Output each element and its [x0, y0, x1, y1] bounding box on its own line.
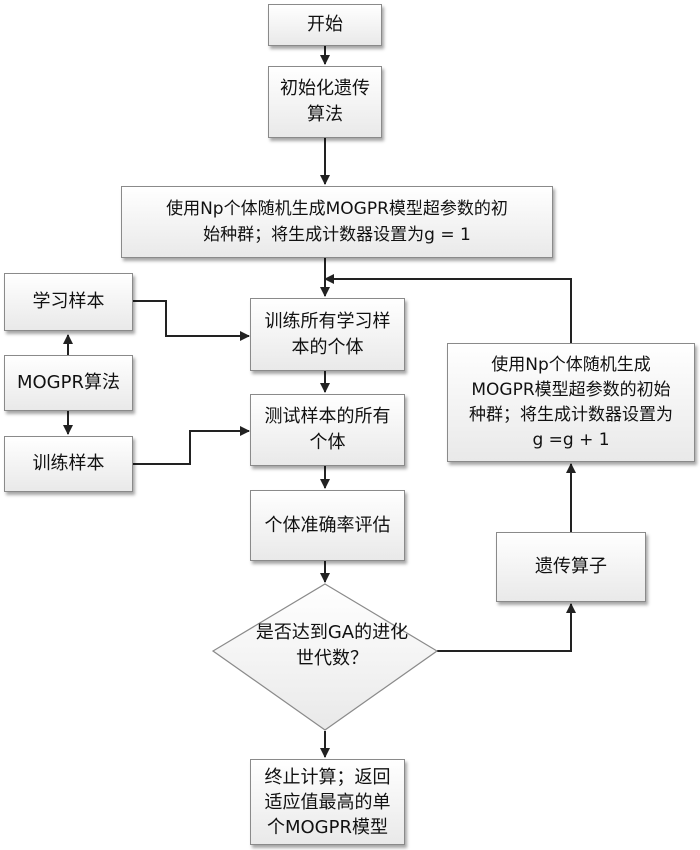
regen-population-node: 使用Np个体随机生成 MOGPR模型超参数的初始 种群；将生成计数器设置为 g … [447, 343, 695, 462]
terminate-node: 终止计算；返回 适应值最高的单 个MOGPR模型 [250, 759, 405, 845]
regen-population-label: 使用Np个体随机生成 MOGPR模型超参数的初始 种群；将生成计数器设置为 g … [469, 354, 673, 450]
accuracy-eval-node: 个体准确率评估 [250, 490, 405, 561]
init-ga-node: 初始化遗传 算法 [268, 66, 382, 138]
arrow-learn-to-train [133, 300, 250, 341]
train-individuals-node: 训练所有学习样 本的个体 [250, 298, 405, 371]
decision-diamond [211, 583, 439, 731]
train-individuals-label: 训练所有学习样 本的个体 [264, 310, 391, 358]
arrow-regen-loop-back [324, 274, 572, 343]
genetic-operators-node: 遗传算子 [496, 532, 646, 602]
init-ga-label: 初始化遗传 算法 [280, 78, 370, 125]
start-label: 开始 [307, 14, 343, 35]
train-samples-label: 训练样本 [32, 453, 105, 474]
genetic-operators-label: 遗传算子 [535, 556, 607, 577]
mogpr-algorithm-label: MOGPR算法 [16, 372, 120, 393]
test-individuals-label: 测试样本的所有 个体 [264, 406, 391, 453]
test-individuals-node: 测试样本的所有 个体 [250, 394, 405, 466]
accuracy-eval-label: 个体准确率评估 [264, 514, 391, 536]
init-population-label: 使用Np个体随机生成MOGPR模型超参数的初 始种群；将生成计数器设置为g = … [166, 199, 508, 245]
terminate-label: 终止计算；返回 适应值最高的单 个MOGPR模型 [264, 766, 391, 838]
start-node: 开始 [268, 4, 382, 46]
arrow-train-samples-to-test [133, 426, 250, 465]
decision-label: 是否达到GA的进化 世代数？ [255, 622, 409, 669]
init-population-node: 使用Np个体随机生成MOGPR模型超参数的初 始种群；将生成计数器设置为g = … [121, 186, 553, 258]
train-samples-node: 训练样本 [4, 436, 133, 492]
learn-samples-label: 学习样本 [32, 291, 105, 312]
arrow-decision-to-genetic [437, 603, 576, 652]
learn-samples-node: 学习样本 [4, 273, 133, 331]
mogpr-algorithm-node: MOGPR算法 [4, 355, 133, 411]
